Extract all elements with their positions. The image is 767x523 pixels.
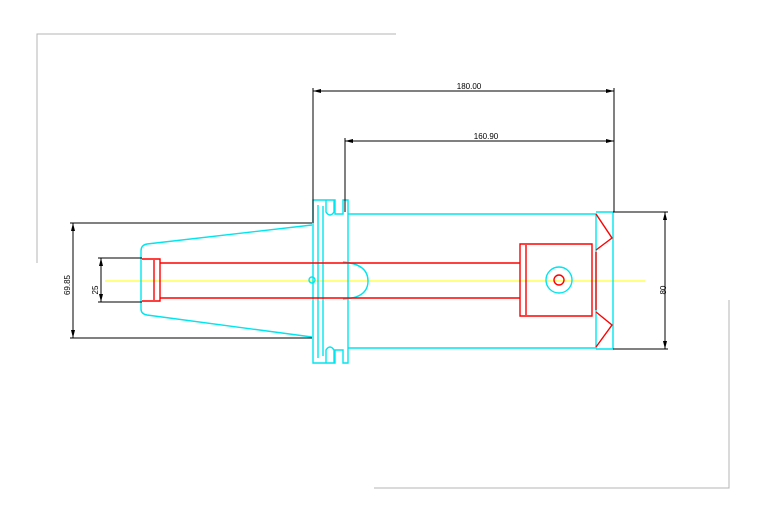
bore-entry [142,258,161,302]
arrow-80-bottom [663,341,667,349]
arrow-25-top [99,258,103,266]
coolant-hole [545,266,573,294]
pullstud-center [553,274,565,286]
arrow-25-bottom [99,294,103,302]
arrow-180-left [313,89,321,93]
face-cone-top [595,213,613,251]
arrow-160-left [345,139,353,143]
sheet-frame [36,33,730,489]
arrow-69-top [71,223,75,231]
side-screw-inner [308,276,316,284]
face-cone-bottom [595,311,613,348]
arrow-180-right [606,89,614,93]
flange [312,199,349,364]
bore-section [142,213,613,348]
dim-160-text: 160.90 [474,132,499,141]
dim-180-text: 180.00 [457,82,482,91]
taper-cone [140,224,313,338]
dim-69-text: 69.85 [63,274,72,295]
arrow-80-top [663,212,667,220]
dim-80-text: 80 [659,285,668,294]
flange-notch-top [325,200,335,216]
dim-25-text: 25 [91,285,100,294]
arrowheads [71,89,667,349]
arrow-69-bottom [71,330,75,338]
arrow-160-right [606,139,614,143]
drive-key-bulge [342,261,369,300]
flange-notch-bottom [325,346,335,363]
pullstud-bore [519,243,593,317]
frame-top-left [36,33,396,263]
holder-outline [140,199,614,364]
frame-bottom-right [374,300,730,489]
face-chamfer [596,211,614,350]
dimensions [70,88,668,350]
